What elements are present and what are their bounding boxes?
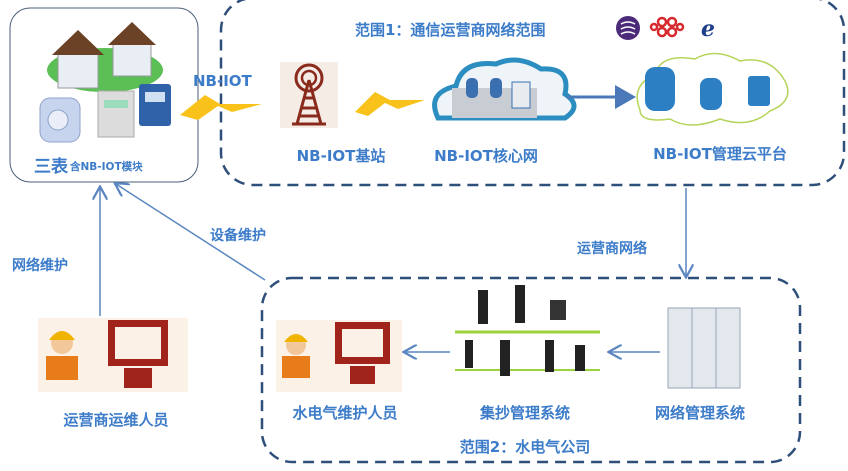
china-mobile-logo: [616, 16, 640, 40]
operator-staff-label: 运营商运维人员: [63, 411, 168, 429]
device-maintenance-label: 设备维护: [210, 227, 266, 244]
base-station-tower-icon: [280, 62, 338, 128]
meters-subtitle: 含NB-IOT模块: [70, 160, 143, 173]
water-meter-icon: [39, 97, 81, 143]
operator-network-label: 运营商网络: [577, 240, 647, 257]
meters-box: 三表 含NB-IOT模块: [9, 7, 199, 183]
meter-reading-label: 集抄管理系统: [479, 404, 570, 422]
cloud-platform-label: NB-IOT管理云平台: [653, 145, 787, 163]
operator-staff-icon: [38, 318, 188, 392]
core-network-cloud-icon: [432, 57, 577, 121]
network-mgmt-label: 网络管理系统: [655, 404, 745, 422]
meter-reading-network-icon: [455, 285, 600, 376]
scope1-title: 范围1：通信运营商网络范围: [355, 21, 545, 39]
electric-meter-icon: [97, 90, 135, 138]
network-maintenance-label: 网络维护: [12, 257, 68, 274]
houses-icon: [47, 22, 163, 92]
meters-title: 三表: [34, 156, 69, 177]
scope2-title: 范围2：水电气公司: [460, 438, 590, 456]
base-station-label: NB-IOT基站: [297, 147, 386, 165]
utility-staff-icon: [276, 320, 402, 392]
utility-staff-label: 水电气维护人员: [292, 404, 397, 422]
scope1-boundary: [219, 0, 846, 187]
nb-iot-link-label: NB-IOT: [193, 72, 253, 90]
lightning-bolt-icon: [180, 95, 262, 120]
china-telecom-logo: ℯ: [701, 17, 715, 42]
cloud-platform-icon: [636, 52, 789, 126]
scope2-boundary: [260, 276, 802, 464]
device-maintenance-arrow: [116, 184, 266, 281]
core-network-label: NB-IOT核心网: [434, 147, 538, 165]
lightning-bolt-icon: [355, 92, 425, 116]
server-cabinet-icon: [667, 307, 741, 389]
china-unicom-logo: [649, 16, 685, 38]
gas-meter-icon: [139, 84, 171, 126]
